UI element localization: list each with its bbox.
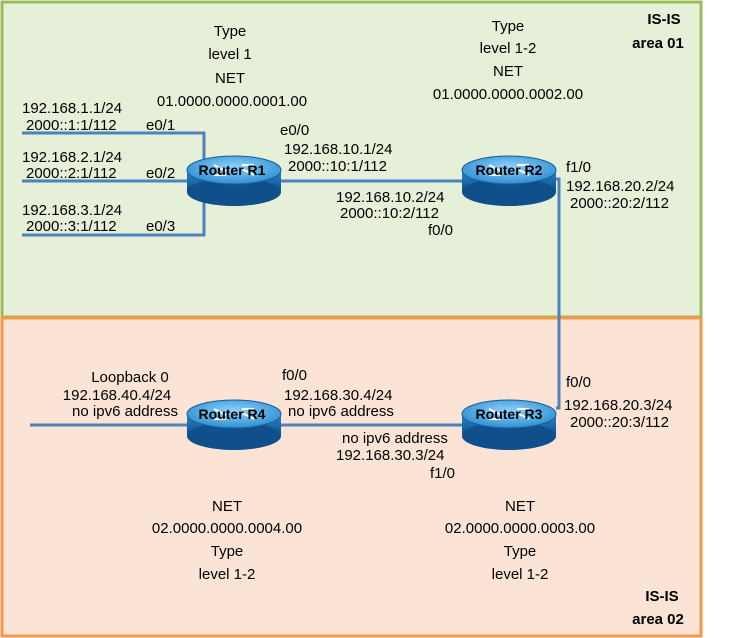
- r4-net-value: 02.0000.0000.0004.00: [152, 520, 302, 537]
- r1-e02-name: e0/2: [146, 165, 175, 182]
- r2-f10-name: f1/0: [566, 159, 591, 176]
- r3-f00-ipv6: 2000::20:3/112: [570, 414, 669, 431]
- r1-e02-ipv6: 2000::2:1/112: [26, 165, 117, 182]
- r1-e01-ipv6: 2000::1:1/112: [26, 117, 117, 134]
- r1-e03-ipv4: 192.168.3.1/24: [22, 202, 122, 219]
- link-r1-e01: [22, 131, 206, 170]
- r1-net-title: NET: [215, 70, 245, 87]
- r1-e00-ipv4: 192.168.10.1/24: [284, 141, 392, 158]
- router-r2-label: Router R2: [476, 162, 543, 178]
- router-icon: [461, 155, 557, 206]
- router-r1-label: Router R1: [199, 162, 266, 178]
- r4-lo0-name: Loopback 0: [91, 369, 169, 386]
- link-r2-r3: [556, 177, 561, 410]
- area-02-name: area 02: [632, 611, 684, 628]
- r4-net-title: NET: [212, 498, 242, 515]
- r1-e00-name: e0/0: [280, 122, 309, 139]
- r3-type-value: level 1-2: [492, 566, 549, 583]
- r2-f00-ipv4: 192.168.10.2/24: [336, 189, 444, 206]
- r2-f10-ipv4: 192.168.20.2/24: [566, 178, 674, 195]
- r2-f00-name: f0/0: [428, 222, 453, 239]
- area-02-box: [0, 316, 703, 638]
- r1-net-value: 01.0000.0000.0001.00: [157, 93, 307, 110]
- r2-type-value: level 1-2: [480, 40, 537, 57]
- area-02-title: IS-IS: [645, 588, 678, 605]
- r1-e00-ipv6: 2000::10:1/112: [288, 158, 387, 175]
- area-01-title: IS-IS: [647, 11, 680, 28]
- router-icon: [186, 155, 282, 206]
- r4-lo0-ipv4: 192.168.40.4/24: [63, 387, 171, 404]
- r4-f00-ipv6: no ipv6 address: [288, 403, 394, 420]
- r3-f10-ipv4: 192.168.30.3/24: [336, 447, 444, 464]
- area-01-name: area 01: [632, 35, 684, 52]
- r1-e01-ipv4: 192.168.1.1/24: [22, 100, 122, 117]
- router-icon: [186, 399, 282, 450]
- r1-e03-name: e0/3: [146, 218, 175, 235]
- r1-type-title: Type: [214, 23, 247, 40]
- r3-f10-name: f1/0: [430, 465, 455, 482]
- r2-net-title: NET: [493, 63, 523, 80]
- r4-lo0-ipv6: no ipv6 address: [72, 403, 178, 420]
- r4-f00-name: f0/0: [282, 367, 307, 384]
- r1-e01-name: e0/1: [146, 117, 175, 134]
- r3-net-value: 02.0000.0000.0003.00: [445, 520, 595, 537]
- r4-type-value: level 1-2: [199, 566, 256, 583]
- router-r1[interactable]: Router R1: [186, 155, 282, 206]
- router-icon: [461, 399, 557, 450]
- links: [22, 131, 561, 427]
- router-r4[interactable]: Router R4: [186, 399, 282, 450]
- router-r2[interactable]: Router R2: [461, 155, 557, 206]
- r1-e03-ipv6: 2000::3:1/112: [26, 218, 117, 235]
- r3-type-title: Type: [504, 543, 537, 560]
- r4-f00-ipv4: 192.168.30.4/24: [284, 387, 392, 404]
- r3-f00-name: f0/0: [566, 374, 591, 391]
- area-01-box: [0, 0, 703, 319]
- router-r3-label: Router R3: [476, 406, 543, 422]
- r1-type-value: level 1: [208, 46, 251, 63]
- r3-net-title: NET: [505, 498, 535, 515]
- r2-f10-ipv6: 2000::20:2/112: [570, 195, 669, 212]
- r3-f00-ipv4: 192.168.20.3/24: [564, 397, 672, 414]
- r4-type-title: Type: [211, 543, 244, 560]
- router-r4-label: Router R4: [199, 406, 266, 422]
- link-r1-e03: [22, 196, 206, 237]
- r3-f10-ipv6: no ipv6 address: [342, 430, 448, 447]
- r2-f00-ipv6: 2000::10:2/112: [340, 205, 439, 222]
- r1-e02-ipv4: 192.168.2.1/24: [22, 149, 122, 166]
- r2-net-value: 01.0000.0000.0002.00: [433, 86, 583, 103]
- router-r3[interactable]: Router R3: [461, 399, 557, 450]
- r2-type-title: Type: [492, 18, 525, 35]
